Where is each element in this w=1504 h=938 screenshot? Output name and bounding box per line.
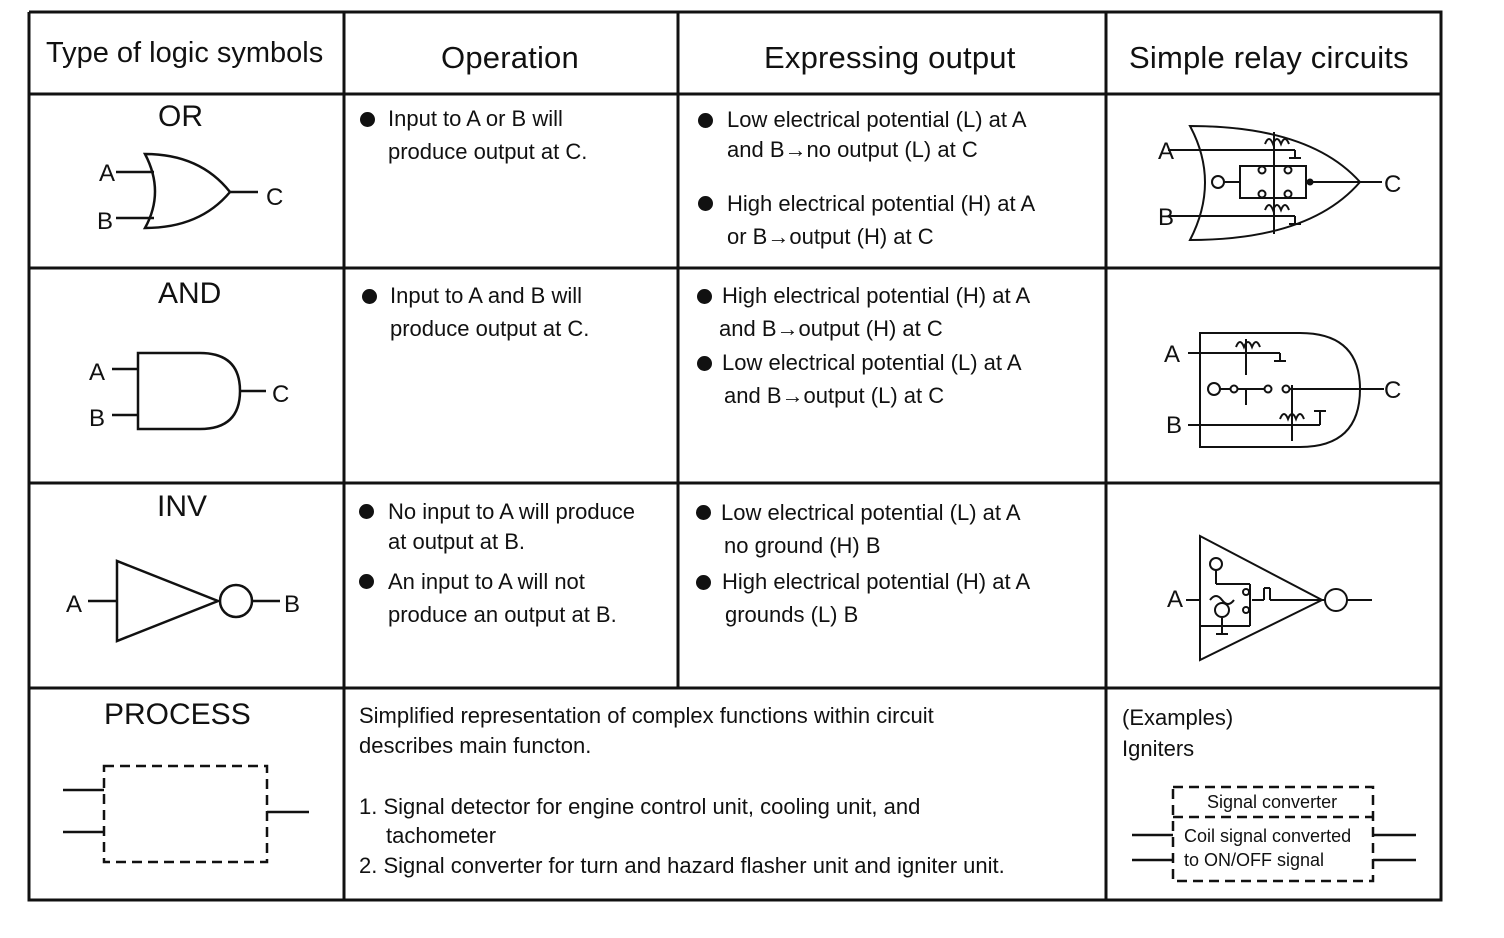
bullet (697, 356, 712, 371)
and-relay-pin-a: A (1164, 341, 1181, 368)
header-operation: Operation (441, 40, 579, 75)
inv-pin-a: A (66, 591, 83, 618)
header-output: Expressing output (764, 40, 1016, 75)
inv-output-1-line1: Low electrical potential (L) at A (721, 500, 1021, 525)
and-gate-icon (112, 351, 266, 431)
bullet (698, 113, 713, 128)
inv-output-1-line2: no ground (H) B (724, 533, 881, 558)
relay-circuit-icon (1186, 534, 1372, 662)
or-relay-pin-a: A (1158, 138, 1175, 165)
bullet (359, 504, 374, 519)
process-item-2: 2. Signal converter for turn and hazard … (359, 853, 1005, 878)
inv-pin-b: B (284, 591, 301, 618)
or-relay-pin-c: C (1384, 171, 1402, 198)
or-output-1-line2: and B→no output (L) at C (727, 137, 978, 162)
and-operation-line2: produce output at C. (390, 316, 590, 341)
or-relay-pin-b: B (1158, 204, 1175, 231)
inv-output-2-line2: grounds (L) B (725, 602, 859, 627)
header-relay: Simple relay circuits (1129, 40, 1409, 75)
or-pin-b: B (97, 208, 114, 235)
bullet (360, 112, 375, 127)
process-item-1-cont: tachometer (386, 823, 497, 848)
bullet (362, 289, 377, 304)
or-output-2-line2: or B→output (H) at C (727, 224, 934, 249)
process-desc-line1: Simplified representation of complex fun… (359, 703, 934, 728)
bullet (697, 289, 712, 304)
bullet (696, 505, 711, 520)
or-pin-c: C (266, 184, 284, 211)
signal-converter-text-line2: to ON/OFF signal (1184, 850, 1325, 870)
inverter-icon (88, 559, 280, 643)
inv-operation-1-line2: at output at B. (388, 529, 525, 554)
bullet (696, 575, 711, 590)
process-item-1: 1. Signal detector for engine control un… (359, 794, 921, 819)
signal-converter-icon (1132, 785, 1416, 883)
and-relay-pin-c: C (1384, 377, 1402, 404)
inv-operation-2-line1: An input to A will not (388, 569, 585, 594)
and-title: AND (158, 277, 222, 310)
examples-label: (Examples) (1122, 705, 1234, 730)
relay-circuit-icon (1188, 332, 1384, 448)
or-output-1-line1: Low electrical potential (L) at A (727, 107, 1027, 132)
inv-title: INV (157, 490, 208, 523)
process-title: PROCESS (104, 698, 251, 731)
signal-converter-title: Signal converter (1207, 792, 1338, 812)
or-operation-line2: produce output at C. (388, 139, 588, 164)
or-title: OR (158, 100, 203, 133)
and-output-1-line1: High electrical potential (H) at A (722, 283, 1031, 308)
and-operation-line1: Input to A and B will (390, 283, 583, 308)
bullet (698, 196, 713, 211)
and-output-2-line1: Low electrical potential (L) at A (722, 350, 1022, 375)
and-output-2-line2: and B→output (L) at C (724, 383, 945, 408)
and-pin-c: C (272, 381, 290, 408)
process-box-icon (63, 764, 309, 864)
inv-output-2-line1: High electrical potential (H) at A (722, 569, 1031, 594)
header-type: Type of logic symbols (46, 37, 324, 69)
examples-value: Igniters (1122, 736, 1195, 761)
inv-operation-1-line1: No input to A will produce (388, 499, 636, 524)
and-pin-a: A (89, 359, 106, 386)
or-operation-line1: Input to A or B will (388, 106, 563, 131)
and-relay-pin-b: B (1166, 412, 1183, 439)
inv-relay-pin-a: A (1167, 586, 1184, 613)
signal-converter-text-line1: Coil signal converted (1184, 826, 1352, 846)
bullet (359, 574, 374, 589)
and-pin-b: B (89, 405, 106, 432)
process-desc-line2: describes main functon. (359, 733, 592, 758)
inv-operation-2-line2: produce an output at B. (388, 602, 617, 627)
or-gate-icon (116, 152, 258, 230)
relay-circuit-icon (1168, 124, 1382, 242)
or-pin-a: A (99, 160, 116, 187)
or-output-2-line1: High electrical potential (H) at A (727, 191, 1036, 216)
and-output-1-line2: and B→output (H) at C (719, 316, 943, 341)
